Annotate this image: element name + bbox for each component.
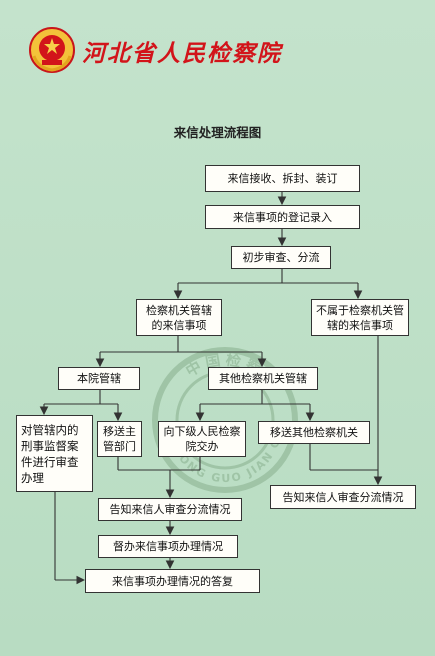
box-reply: 来信事项办理情况的答复 (85, 569, 260, 593)
box-lower-level: 向下级人民检察院交办 (158, 421, 246, 457)
procuratorate-emblem-icon (29, 27, 75, 73)
box-notify-right: 告知来信人审查分流情况 (270, 485, 416, 509)
box-other-organs: 其他检察机关管辖 (208, 367, 318, 390)
organization-name: 河北省人民检察院 (82, 40, 282, 67)
box-register: 来信事项的登记录入 (205, 205, 360, 229)
box-receive: 来信接收、拆封、装订 (205, 165, 360, 192)
box-notify-left: 告知来信人审查分流情况 (98, 498, 242, 521)
box-supervise-status: 督办来信事项办理情况 (98, 535, 238, 558)
box-this-court: 本院管辖 (58, 367, 140, 390)
box-transfer-dept: 移送主管部门 (97, 421, 142, 457)
box-review: 初步审查、分流 (231, 246, 331, 269)
box-jurisdiction: 检察机关管辖的来信事项 (136, 299, 222, 336)
box-not-jurisdiction: 不属于检察机关管辖的来信事项 (311, 299, 409, 336)
box-transfer-other: 移送其他检察机关 (258, 421, 370, 444)
box-supervise: 对管辖内的刑事监督案件进行审查办理 (16, 415, 93, 492)
chart-title: 来信处理流程图 (173, 125, 262, 140)
